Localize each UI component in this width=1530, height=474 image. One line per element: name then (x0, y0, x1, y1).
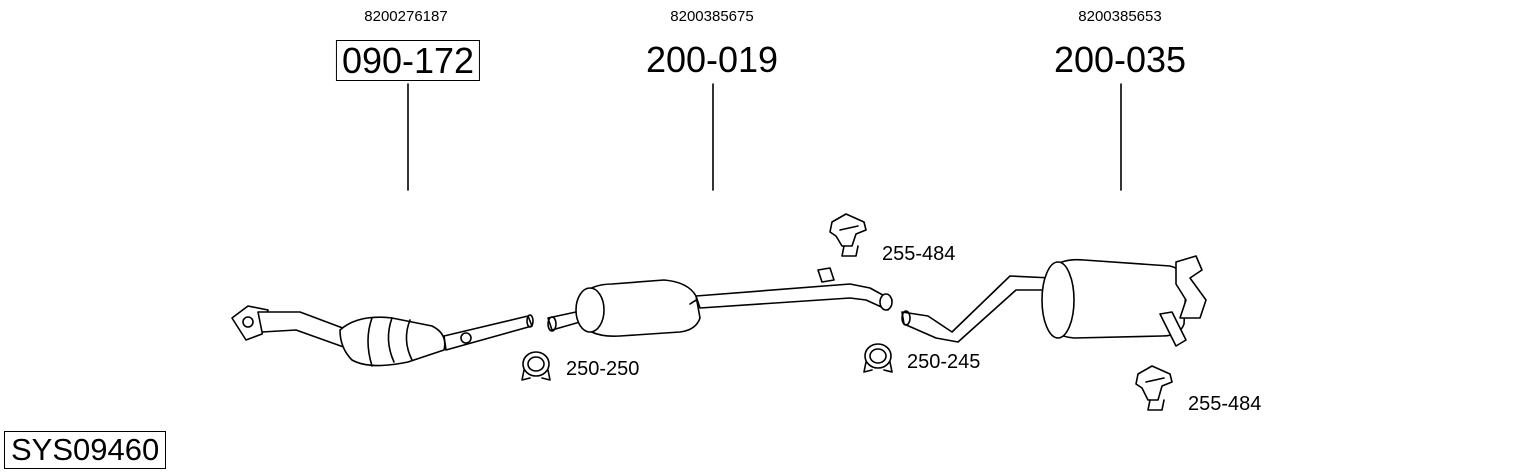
clamp-icon (521, 351, 551, 381)
rear-silencer-drawing (901, 255, 1207, 347)
clamp-icon (863, 343, 893, 373)
center-silencer-drawing (547, 267, 893, 337)
hanger-label: 255-484 (1188, 393, 1262, 415)
part-number-label: 090-172 (335, 40, 481, 81)
catalytic-converter-drawing (231, 305, 534, 367)
clamp-label: 250-245 (907, 351, 981, 373)
rubber-hanger-icon (1135, 365, 1173, 411)
clamp-label: 250-250 (566, 358, 640, 380)
oem-number: 8200276187 (364, 8, 448, 25)
part-number-label: 200-019 (645, 39, 779, 80)
rubber-hanger-icon (829, 213, 867, 257)
hanger-label: 255-484 (882, 243, 956, 265)
oem-number: 8200385675 (670, 8, 754, 25)
part-number-label: 200-035 (1053, 39, 1187, 80)
system-code-box: SYS09460 (4, 431, 167, 469)
oem-number: 8200385653 (1078, 8, 1162, 25)
